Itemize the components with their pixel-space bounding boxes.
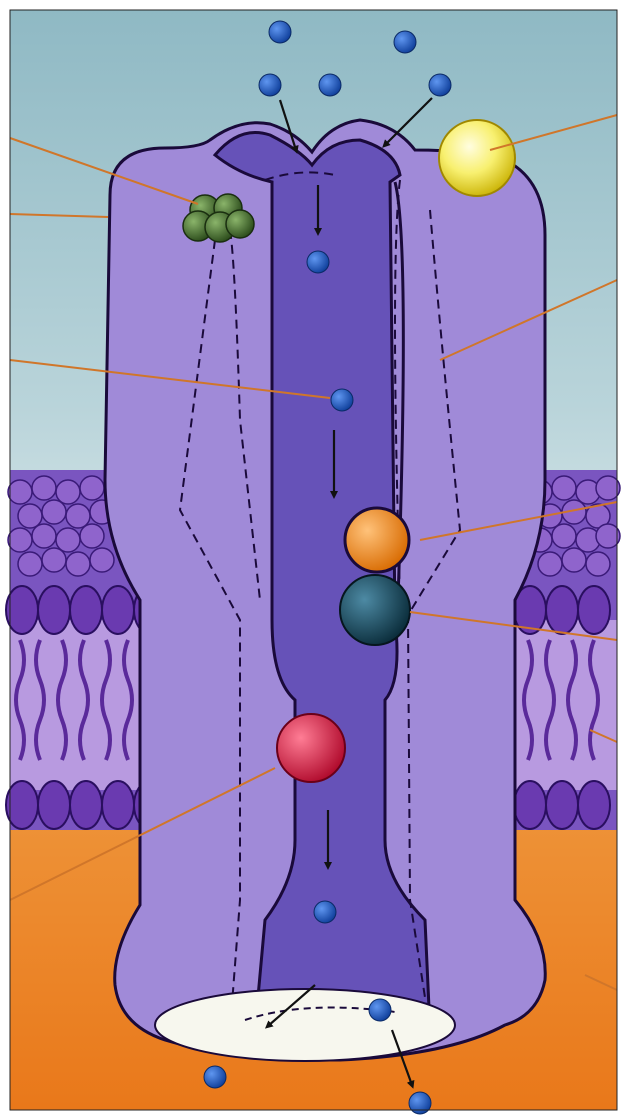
ion-icon xyxy=(319,74,341,96)
ion-icon xyxy=(409,1092,431,1114)
pore-exit xyxy=(155,989,455,1061)
ion-icon xyxy=(331,389,353,411)
ion-icon xyxy=(394,31,416,53)
red-sphere-marker xyxy=(277,714,345,782)
teal-sphere-marker xyxy=(340,575,410,645)
ion-icon xyxy=(307,251,329,273)
ion-icon xyxy=(204,1066,226,1088)
ion-icon xyxy=(369,999,391,1021)
ion-icon xyxy=(259,74,281,96)
sphere-marker-icon xyxy=(226,210,254,238)
ion-icon xyxy=(314,901,336,923)
yellow-sphere-marker xyxy=(439,120,515,196)
orange-sphere-marker xyxy=(345,508,409,572)
ion-icon xyxy=(429,74,451,96)
ion-icon xyxy=(269,21,291,43)
